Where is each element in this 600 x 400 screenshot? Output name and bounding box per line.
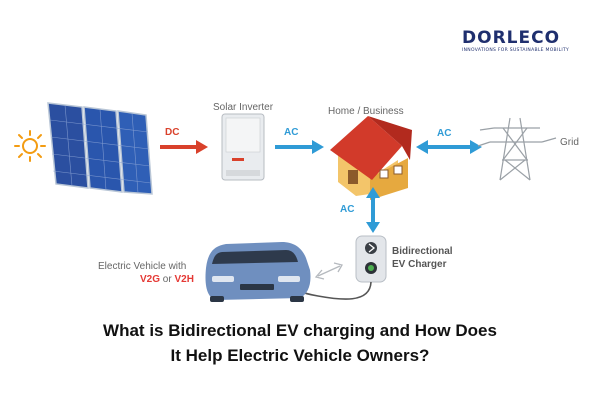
charger-label-line2: EV Charger	[392, 259, 447, 270]
ac-flow-label-home-charger: AC	[340, 204, 355, 215]
ev-charger-icon	[355, 235, 387, 283]
ac-flow-label-inverter-home: AC	[284, 127, 299, 138]
power-grid-tower-icon	[477, 117, 557, 181]
ac-arrow-home-to-grid	[416, 140, 482, 154]
ev-label-line2: V2G or V2H	[140, 274, 194, 285]
house-icon	[330, 116, 412, 200]
home-business-label: Home / Business	[328, 106, 404, 117]
ac-arrow-inverter-to-home	[275, 140, 324, 154]
ac-arrow-home-to-charger	[366, 187, 380, 233]
logo-tagline: INNOVATIONS FOR SUSTAINABLE MOBILITY	[462, 48, 570, 53]
v2g-label: V2G	[140, 274, 161, 285]
v2h-label: V2H	[174, 274, 194, 285]
electric-car-icon	[205, 242, 311, 302]
dc-arrow	[160, 140, 208, 154]
ev-label-line1: Electric Vehicle with	[98, 261, 187, 272]
solar-inverter-icon	[221, 113, 265, 181]
logo-wordmark: DORLECO	[462, 28, 561, 48]
sun-icon	[14, 130, 46, 162]
charger-label-line1: Bidirectional	[392, 246, 453, 257]
title-line1: What is Bidirectional EV charging and Ho…	[103, 321, 497, 340]
title-line2: It Help Electric Vehicle Owners?	[170, 346, 430, 365]
solar-panel-icon	[47, 102, 153, 195]
grid-label: Grid	[560, 137, 579, 148]
ac-flow-label-home-grid: AC	[437, 128, 452, 139]
or-label: or	[162, 274, 172, 285]
dc-flow-label: DC	[165, 127, 180, 138]
bidirectional-arrow-icon	[314, 262, 343, 280]
solar-inverter-label: Solar Inverter	[213, 102, 274, 113]
